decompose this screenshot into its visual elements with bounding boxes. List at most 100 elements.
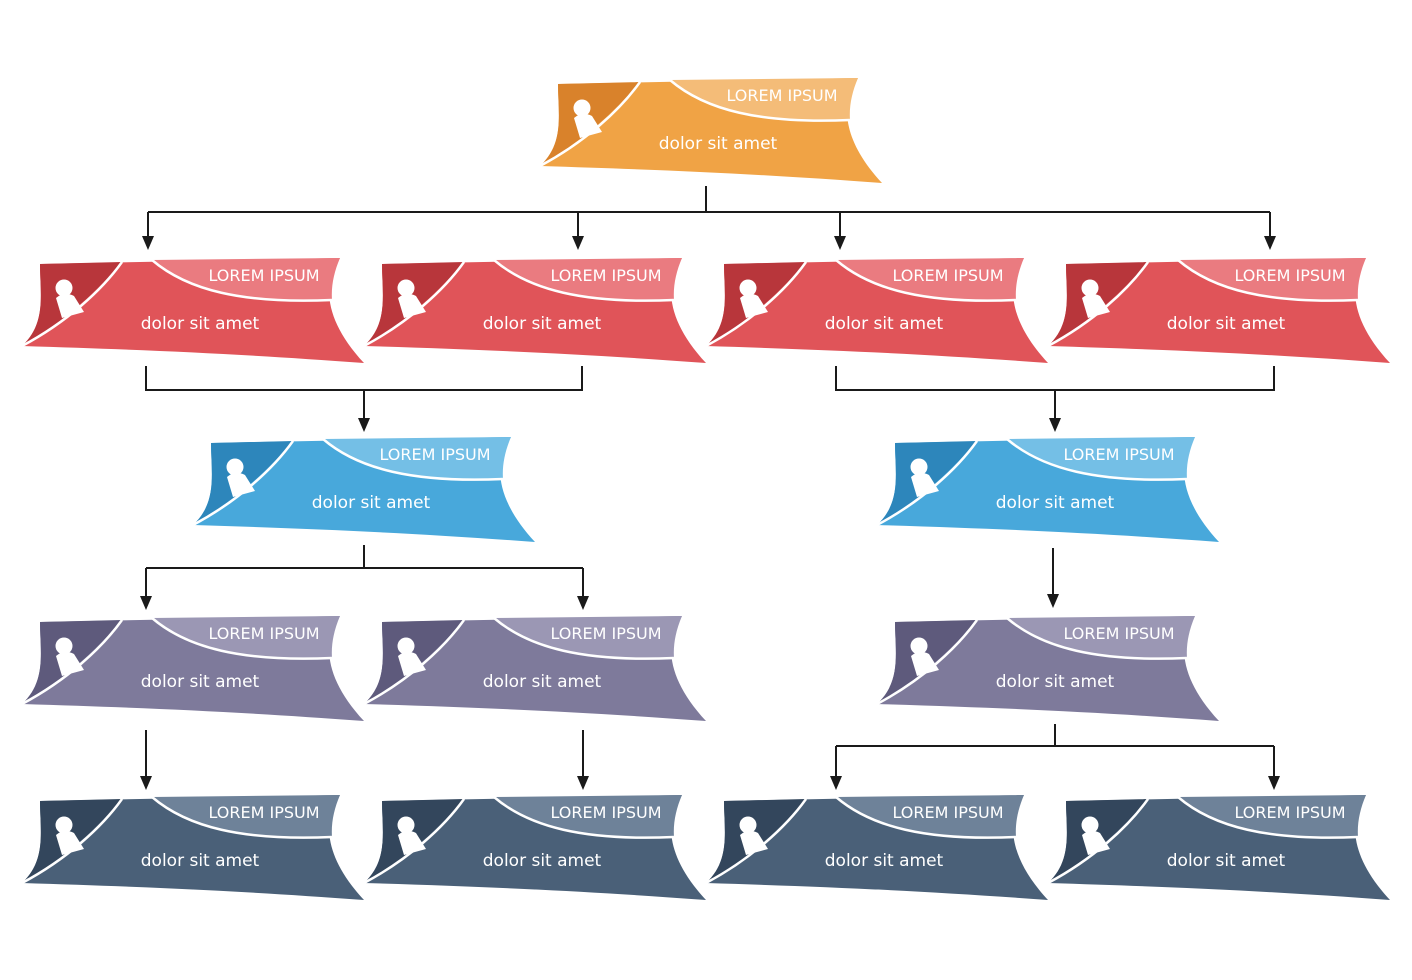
node-subtitle: dolor sit amet <box>996 493 1115 513</box>
node-swoosh-left <box>705 798 808 885</box>
node-swoosh-left <box>1047 261 1150 348</box>
node-swoosh-top <box>835 259 1017 302</box>
node-swoosh-top <box>1177 796 1359 839</box>
org-node-r4[interactable]: LOREM IPSUM dolor sit amet <box>1047 258 1390 363</box>
arrowhead-ceo-2 <box>572 236 584 250</box>
arrowhead-s4 <box>1268 776 1280 790</box>
node-swoosh-left <box>21 261 124 348</box>
org-node-r2[interactable]: LOREM IPSUM dolor sit amet <box>363 258 706 363</box>
org-node-p2[interactable]: LOREM IPSUM dolor sit amet <box>363 616 706 721</box>
node-swoosh-top <box>1006 617 1188 660</box>
connector-red-left-bus <box>145 366 583 391</box>
node-title: LOREM IPSUM <box>726 86 837 105</box>
connector-red-right-bus <box>835 366 1275 391</box>
node-title: LOREM IPSUM <box>1234 266 1345 285</box>
person-icon <box>739 279 768 318</box>
node-title-band <box>836 258 1024 301</box>
node-swoosh-left <box>705 261 808 348</box>
node-swoosh-top <box>151 617 333 660</box>
node-title-band <box>152 616 340 659</box>
node-swoosh-left <box>1047 798 1150 885</box>
person-icon <box>55 816 84 855</box>
person-icon <box>226 458 255 497</box>
node-title-band <box>323 437 511 480</box>
node-swoosh-left <box>21 619 124 706</box>
arrowhead-p2 <box>577 596 589 610</box>
node-swoosh-left <box>363 798 466 885</box>
node-swoosh-left <box>363 619 466 706</box>
node-title: LOREM IPSUM <box>1063 624 1174 643</box>
node-subtitle: dolor sit amet <box>483 672 602 692</box>
person-icon <box>739 816 768 855</box>
person-icon <box>55 637 84 676</box>
node-subtitle: dolor sit amet <box>825 851 944 871</box>
connectors <box>140 186 1280 790</box>
arrowhead-ceo-4 <box>1264 236 1276 250</box>
node-swoosh-left <box>876 440 979 527</box>
node-subtitle: dolor sit amet <box>1167 314 1286 334</box>
org-node-r3[interactable]: LOREM IPSUM dolor sit amet <box>705 258 1048 363</box>
node-title: LOREM IPSUM <box>550 266 661 285</box>
arrowhead-b2 <box>1049 418 1061 432</box>
person-icon <box>910 458 939 497</box>
node-swoosh-top <box>835 796 1017 839</box>
arrowhead-s1 <box>140 776 152 790</box>
arrowhead-ceo-3 <box>834 236 846 250</box>
node-subtitle: dolor sit amet <box>141 672 260 692</box>
person-icon <box>1081 816 1110 855</box>
node-subtitle: dolor sit amet <box>1167 851 1286 871</box>
node-swoosh-top <box>669 79 851 122</box>
node-subtitle: dolor sit amet <box>825 314 944 334</box>
org-node-s2[interactable]: LOREM IPSUM dolor sit amet <box>363 795 706 900</box>
node-title-band <box>1178 795 1366 838</box>
node-swoosh-top <box>151 796 333 839</box>
node-subtitle: dolor sit amet <box>996 672 1115 692</box>
node-swoosh-left <box>539 81 642 168</box>
org-node-r1[interactable]: LOREM IPSUM dolor sit amet <box>21 258 364 363</box>
person-icon <box>55 279 84 318</box>
person-icon <box>910 637 939 676</box>
node-swoosh-top <box>1006 438 1188 481</box>
org-node-s3[interactable]: LOREM IPSUM dolor sit amet <box>705 795 1048 900</box>
org-node-p3[interactable]: LOREM IPSUM dolor sit amet <box>876 616 1219 721</box>
node-title-band <box>836 795 1024 838</box>
node-title-band <box>152 258 340 301</box>
node-subtitle: dolor sit amet <box>483 314 602 334</box>
node-title: LOREM IPSUM <box>1234 803 1345 822</box>
node-title-band <box>1007 437 1195 480</box>
org-node-b1[interactable]: LOREM IPSUM dolor sit amet <box>192 437 535 542</box>
node-title: LOREM IPSUM <box>208 803 319 822</box>
node-title: LOREM IPSUM <box>892 803 1003 822</box>
arrowhead-p1 <box>140 596 152 610</box>
org-node-p1[interactable]: LOREM IPSUM dolor sit amet <box>21 616 364 721</box>
node-title: LOREM IPSUM <box>208 266 319 285</box>
arrowhead-p3 <box>1047 594 1059 608</box>
node-title: LOREM IPSUM <box>208 624 319 643</box>
node-title-band <box>1007 616 1195 659</box>
node-title: LOREM IPSUM <box>550 624 661 643</box>
node-swoosh-top <box>493 796 675 839</box>
node-title: LOREM IPSUM <box>379 445 490 464</box>
node-swoosh-left <box>363 261 466 348</box>
node-swoosh-top <box>1177 259 1359 302</box>
person-icon <box>397 637 426 676</box>
node-subtitle: dolor sit amet <box>312 493 431 513</box>
node-subtitle: dolor sit amet <box>141 314 260 334</box>
node-swoosh-top <box>322 438 504 481</box>
node-swoosh-left <box>21 798 124 885</box>
node-title-band <box>494 795 682 838</box>
node-title: LOREM IPSUM <box>550 803 661 822</box>
node-swoosh-top <box>493 259 675 302</box>
node-subtitle: dolor sit amet <box>483 851 602 871</box>
node-title-band <box>670 78 858 121</box>
node-title: LOREM IPSUM <box>892 266 1003 285</box>
org-node-s4[interactable]: LOREM IPSUM dolor sit amet <box>1047 795 1390 900</box>
arrowhead-s3 <box>830 776 842 790</box>
node-swoosh-left <box>876 619 979 706</box>
arrowhead-s2 <box>577 776 589 790</box>
